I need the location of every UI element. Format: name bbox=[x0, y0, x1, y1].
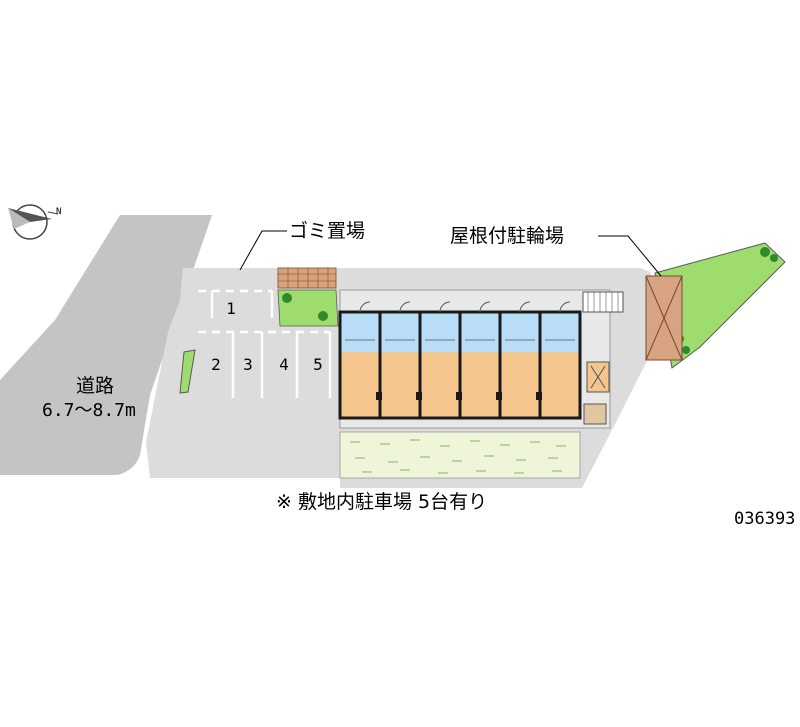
road bbox=[0, 215, 212, 475]
parking-lines bbox=[198, 289, 332, 398]
leader-lines bbox=[239, 230, 662, 277]
garbage-area bbox=[277, 267, 337, 289]
parking-note: ※ 敷地内駐車場 5台有り bbox=[276, 491, 487, 513]
svg-text:N: N bbox=[56, 207, 61, 217]
green-strip-west bbox=[179, 349, 196, 394]
compass-icon: N bbox=[8, 204, 61, 240]
bicycle-parking-label: 屋根付駐輪場 bbox=[450, 225, 564, 247]
tree-icon bbox=[282, 293, 328, 321]
parking-space-4: 4 bbox=[279, 355, 289, 374]
parking-space-1: 1 bbox=[226, 299, 236, 318]
road-width-label: 6.7～8.7m bbox=[42, 400, 136, 421]
parking-space-2: 2 bbox=[211, 355, 221, 374]
parking-space-5: 5 bbox=[313, 355, 323, 374]
building bbox=[338, 289, 624, 429]
yard-grass-pattern bbox=[350, 439, 566, 474]
parking-space-3: 3 bbox=[243, 355, 253, 374]
bicycle-shed-icon bbox=[645, 275, 683, 361]
garbage-label: ゴミ置場 bbox=[289, 220, 365, 242]
road-label: 道路 bbox=[76, 375, 114, 397]
property-id: 036393 bbox=[734, 509, 795, 529]
yard bbox=[339, 431, 581, 479]
